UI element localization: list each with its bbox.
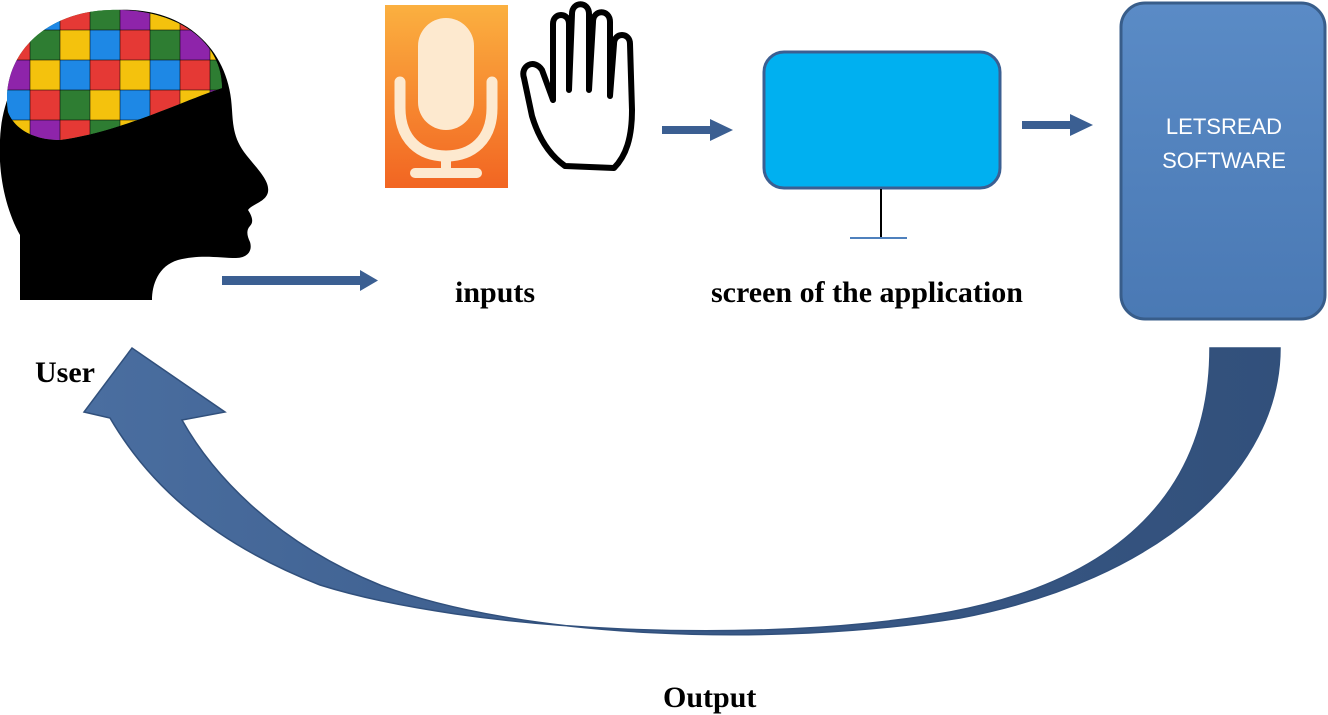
software-label: LETSREAD SOFTWARE <box>1120 110 1328 178</box>
software-label-line1: LETSREAD <box>1165 114 1283 139</box>
arrow-user-to-inputs <box>222 270 378 291</box>
screen-label: screen of the application <box>711 276 1023 309</box>
user-label: User <box>35 356 95 389</box>
hand-icon <box>520 1 635 171</box>
arrow-screen-to-software <box>1022 114 1093 136</box>
user-head-icon <box>0 9 269 300</box>
monitor-icon <box>762 50 1002 239</box>
output-label: Output <box>663 681 757 714</box>
microphone-icon <box>385 5 508 188</box>
output-curved-arrow <box>82 346 1281 636</box>
software-label-line2: SOFTWARE <box>1162 148 1286 173</box>
letsread-software-box <box>1119 1 1327 321</box>
arrow-inputs-to-screen <box>662 119 733 141</box>
inputs-label: inputs <box>455 276 536 309</box>
